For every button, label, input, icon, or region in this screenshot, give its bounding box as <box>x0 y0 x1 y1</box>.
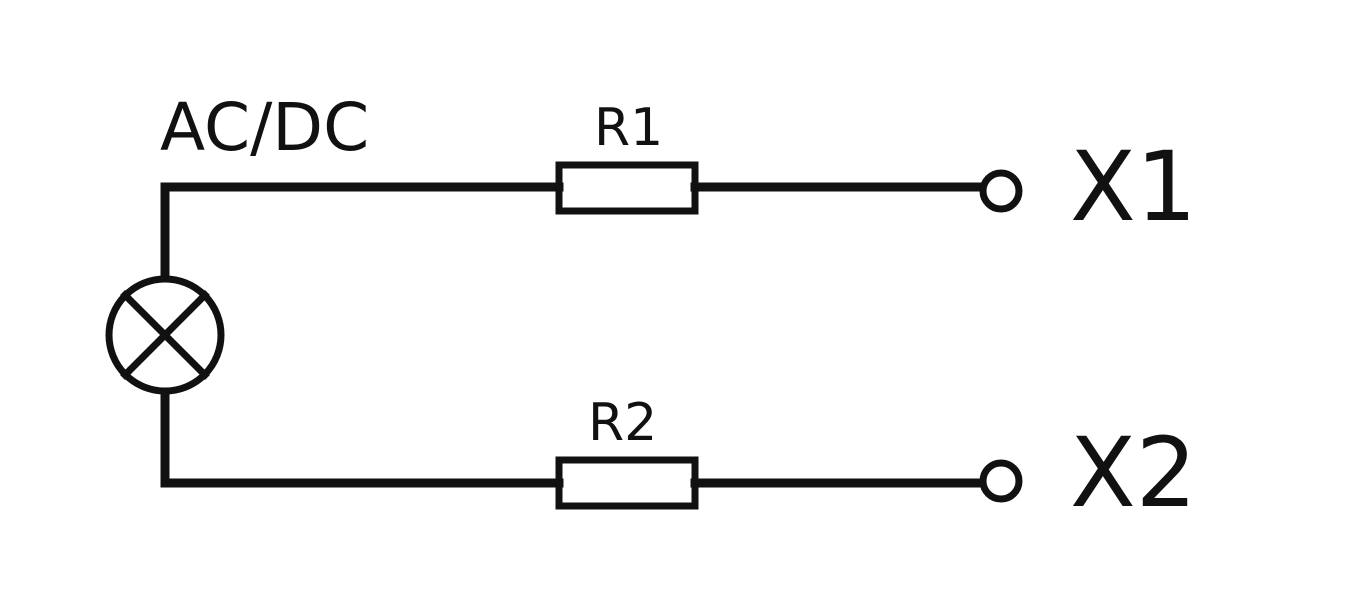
r1-label: R1 <box>594 98 663 158</box>
x2-label: X2 <box>1070 417 1197 529</box>
x1-label: X1 <box>1070 131 1197 243</box>
source-label: AC/DC <box>160 89 369 166</box>
wire-bottom-left <box>160 387 564 488</box>
lamp-icon <box>105 275 225 395</box>
resistor-r2 <box>555 456 699 510</box>
r2-label: R2 <box>588 393 657 453</box>
wire-top-left <box>160 182 564 283</box>
resistor-r1 <box>555 161 699 215</box>
terminal-x1 <box>979 169 1023 213</box>
terminal-x2 <box>979 459 1023 503</box>
